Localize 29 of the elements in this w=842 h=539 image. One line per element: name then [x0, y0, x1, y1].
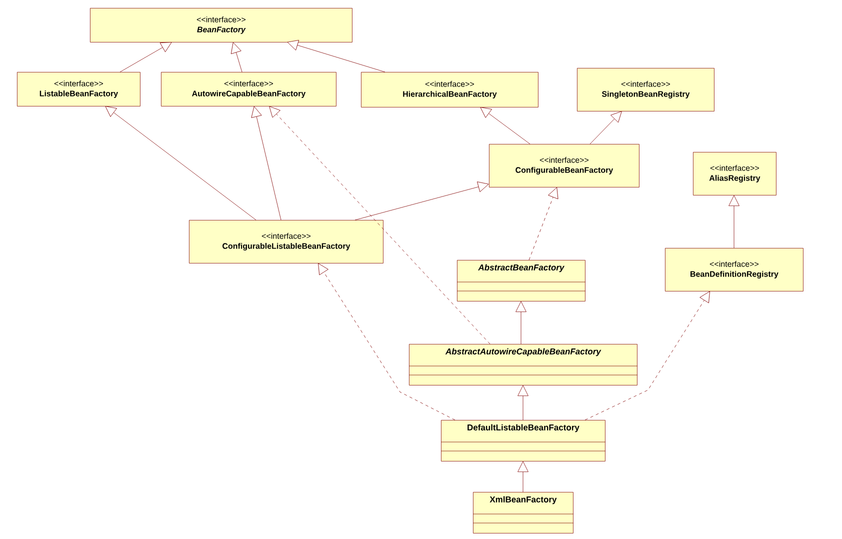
interface-box: <<interface>> ConfigurableListableBeanFactory [189, 220, 384, 264]
class-box: AbstractAutowireCapableBeanFactory [408, 344, 638, 386]
generalization-arrow [120, 42, 172, 72]
interface-box: <<interface>> AutowireCapableBeanFactory [161, 72, 336, 106]
realization-arrow [269, 106, 490, 344]
generalization-arrow [287, 40, 386, 72]
class-box: AbstractBeanFactory [456, 260, 586, 302]
interface-box: <<interface>> BeanDefinitionRegistry [665, 248, 804, 292]
interface-box: <<interface>> AliasRegistry [693, 152, 776, 196]
generalization-arrow [105, 106, 256, 220]
generalization-arrow [518, 461, 528, 492]
generalization-arrow [230, 42, 242, 72]
realization-arrow [528, 187, 558, 260]
interface-box: <<interface>> BeanFactory [90, 8, 352, 42]
generalization-arrow [251, 106, 282, 220]
generalization-arrow [516, 301, 526, 344]
interface-box: <<interface>> ListableBeanFactory [17, 72, 140, 106]
interface-box: <<interface>> HierarchicalBeanFactory [361, 72, 538, 108]
generalization-arrow [354, 182, 489, 220]
realization-arrow [584, 291, 710, 420]
generalization-arrow [590, 111, 622, 144]
class-box: XmlBeanFactory [472, 492, 574, 534]
class-box: DefaultListableBeanFactory [440, 420, 606, 462]
interface-box: <<interface>> SingletonBeanRegistry [577, 68, 714, 112]
generalization-arrow [728, 195, 740, 248]
realization-arrow [318, 263, 456, 420]
generalization-arrow [518, 385, 528, 420]
interface-box: <<interface>> ConfigurableBeanFactory [489, 144, 640, 188]
generalization-arrow [480, 107, 530, 144]
